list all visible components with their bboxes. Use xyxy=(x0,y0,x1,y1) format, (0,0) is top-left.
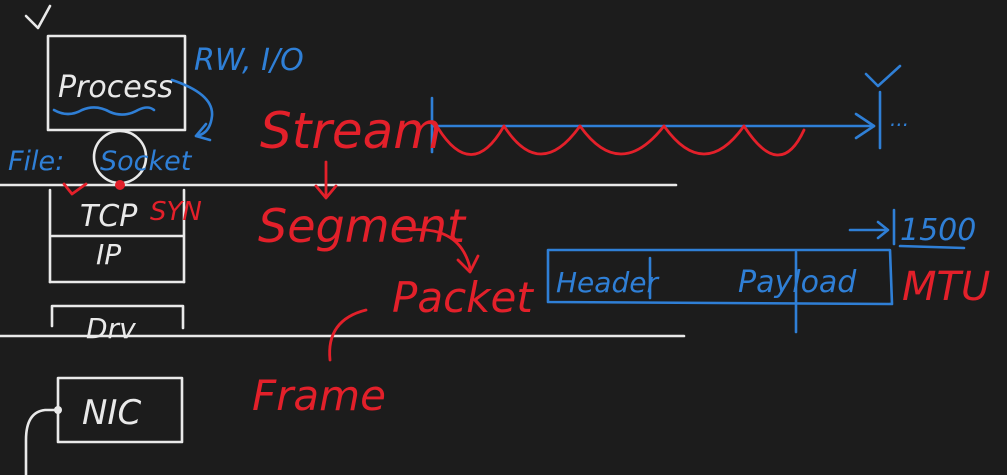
stream-arrowhead xyxy=(854,112,876,140)
checkmark-mark xyxy=(24,4,52,30)
mtu-value: 1500 xyxy=(900,213,976,248)
frame-label: Frame xyxy=(252,371,386,420)
segment-to-packet-arrow xyxy=(408,228,472,270)
stream-to-segment-arrowhead xyxy=(314,184,338,200)
socket-red-dot xyxy=(115,180,125,190)
mtu-label: MTU xyxy=(902,264,990,310)
segment-label: Segment xyxy=(258,199,467,253)
stream-end-check xyxy=(864,64,902,88)
packet-header-label: Header xyxy=(556,266,659,299)
nic-port-dot xyxy=(54,406,62,414)
process-label: Process xyxy=(58,70,173,105)
driver-label: Drv xyxy=(86,312,136,345)
file-note: File: xyxy=(8,146,64,177)
rw-io-note: RW, I/O xyxy=(194,43,304,78)
packet-to-frame-bracket xyxy=(328,308,368,362)
syn-note: SYN xyxy=(150,197,202,227)
rw-io-arrow xyxy=(170,78,214,138)
socket-note: Socket xyxy=(100,146,193,177)
rw-io-arrowhead xyxy=(194,122,212,142)
nic-label: NIC xyxy=(82,393,141,433)
process-underline xyxy=(52,106,156,116)
packet-payload-label: Payload xyxy=(738,265,857,300)
stream-scallops xyxy=(436,124,806,157)
packet-box xyxy=(546,248,894,306)
packet-label: Packet xyxy=(392,273,534,322)
nic-cable xyxy=(24,408,60,475)
socket-check-mark xyxy=(62,182,88,196)
stream-ellipsis: ... xyxy=(890,107,909,131)
driver-box xyxy=(50,304,185,330)
stream-label: Stream xyxy=(260,102,442,160)
ip-label: IP xyxy=(96,238,121,271)
tcp-label: TCP xyxy=(80,199,138,234)
mtu-arrowhead xyxy=(876,220,890,240)
mtu-underline xyxy=(898,244,966,250)
segment-to-packet-arrowhead xyxy=(456,254,480,274)
